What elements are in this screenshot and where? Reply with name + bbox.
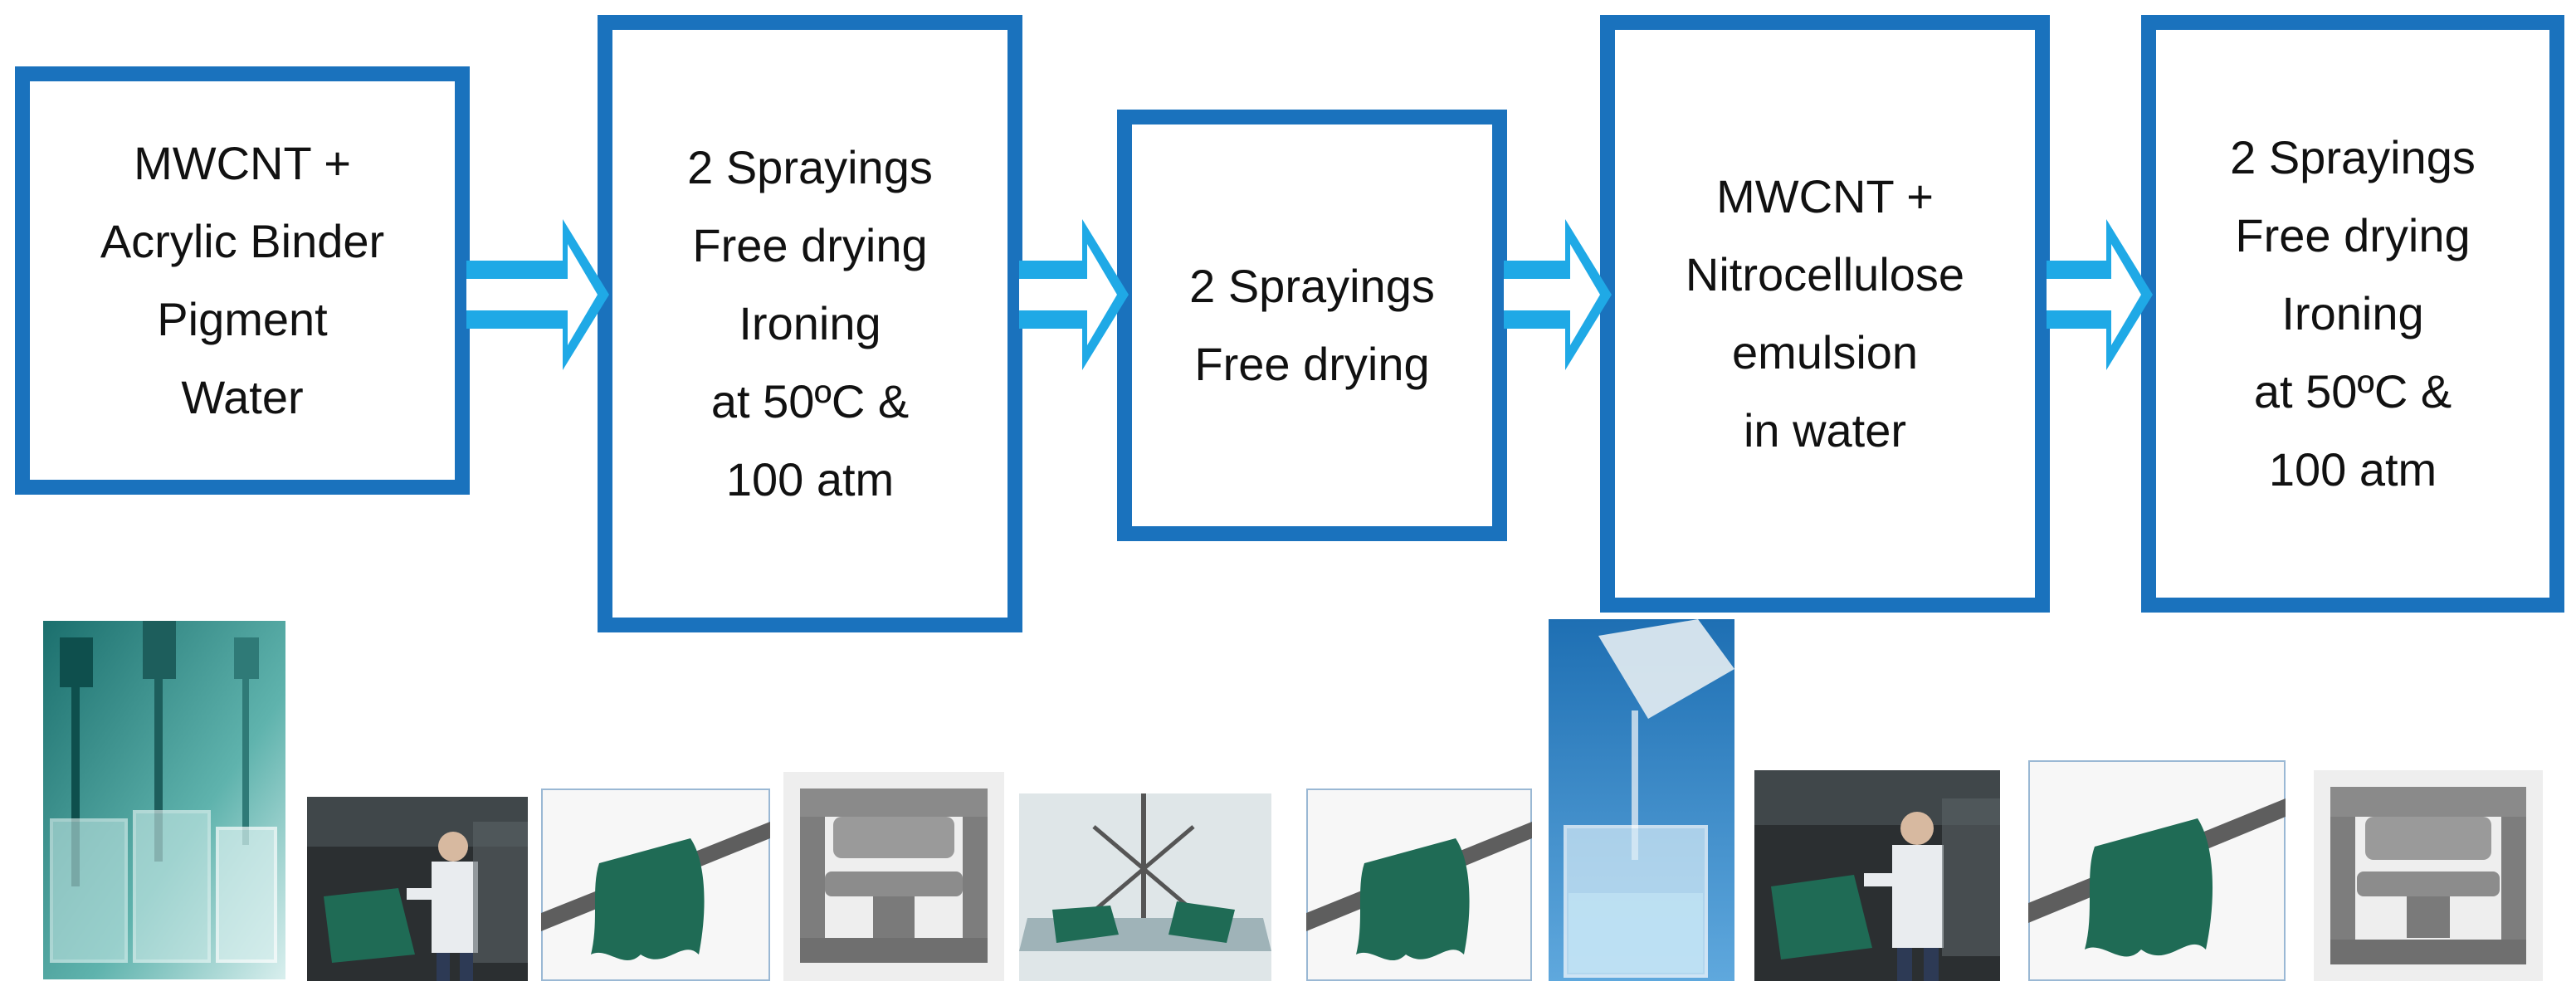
step-box-5: 2 Sprayings Free drying Ironing at 50ºC … — [2141, 15, 2564, 613]
step-3-line-2: Free drying — [1194, 338, 1430, 390]
step-box-4: MWCNT + Nitrocellulose emulsion in water — [1600, 15, 2050, 613]
step-5-line-4: at 50ºC & — [2253, 365, 2452, 417]
arrow-right-icon — [1019, 219, 1129, 370]
step-1-line-2: Acrylic Binder — [100, 215, 385, 267]
step-2-line-3: Ironing — [739, 297, 881, 349]
step-4-line-1: MWCNT + — [1716, 170, 1934, 222]
step-3-line-1: 2 Sprayings — [1189, 260, 1435, 312]
step-1-line-4: Water — [181, 371, 304, 423]
step-5-line-2: Free drying — [2235, 209, 2471, 261]
step-5-line-1: 2 Sprayings — [2230, 131, 2476, 183]
hanging-leather-image — [1306, 788, 1532, 981]
spraying-worker-image — [1754, 770, 2000, 981]
step-2-line-4: at 50ºC & — [710, 375, 910, 427]
step-4-line-4: in water — [1743, 404, 1907, 456]
arrow-right-icon — [466, 219, 609, 370]
spraying-worker-image — [307, 797, 528, 981]
arrow-right-icon — [1504, 219, 1612, 370]
lab-mixer-image — [43, 621, 285, 979]
step-box-2: 2 Sprayings Free drying Ironing at 50ºC … — [598, 15, 1022, 632]
step-4-line-2: Nitrocellulose — [1685, 248, 1965, 300]
drying-frame-image — [1019, 793, 1271, 981]
step-2-line-1: 2 Sprayings — [687, 141, 933, 193]
step-4-line-3: emulsion — [1731, 326, 1919, 378]
hanging-leather-image — [541, 788, 770, 981]
step-2-line-5: 100 atm — [725, 453, 895, 505]
arrow-right-icon — [2047, 219, 2153, 370]
ironing-press-image — [783, 772, 1004, 981]
step-1-line-3: Pigment — [157, 293, 328, 345]
ironing-press-image — [2314, 770, 2543, 981]
step-1-line-1: MWCNT + — [134, 137, 351, 189]
pouring-beaker-image — [1549, 619, 1734, 981]
step-5-line-3: Ironing — [2281, 287, 2424, 339]
step-box-3: 2 Sprayings Free drying — [1117, 110, 1507, 541]
step-box-1: MWCNT + Acrylic Binder Pigment Water — [15, 66, 470, 495]
step-5-line-5: 100 atm — [2268, 443, 2437, 496]
step-2-line-2: Free drying — [692, 219, 928, 271]
hanging-leather-image — [2028, 760, 2286, 981]
